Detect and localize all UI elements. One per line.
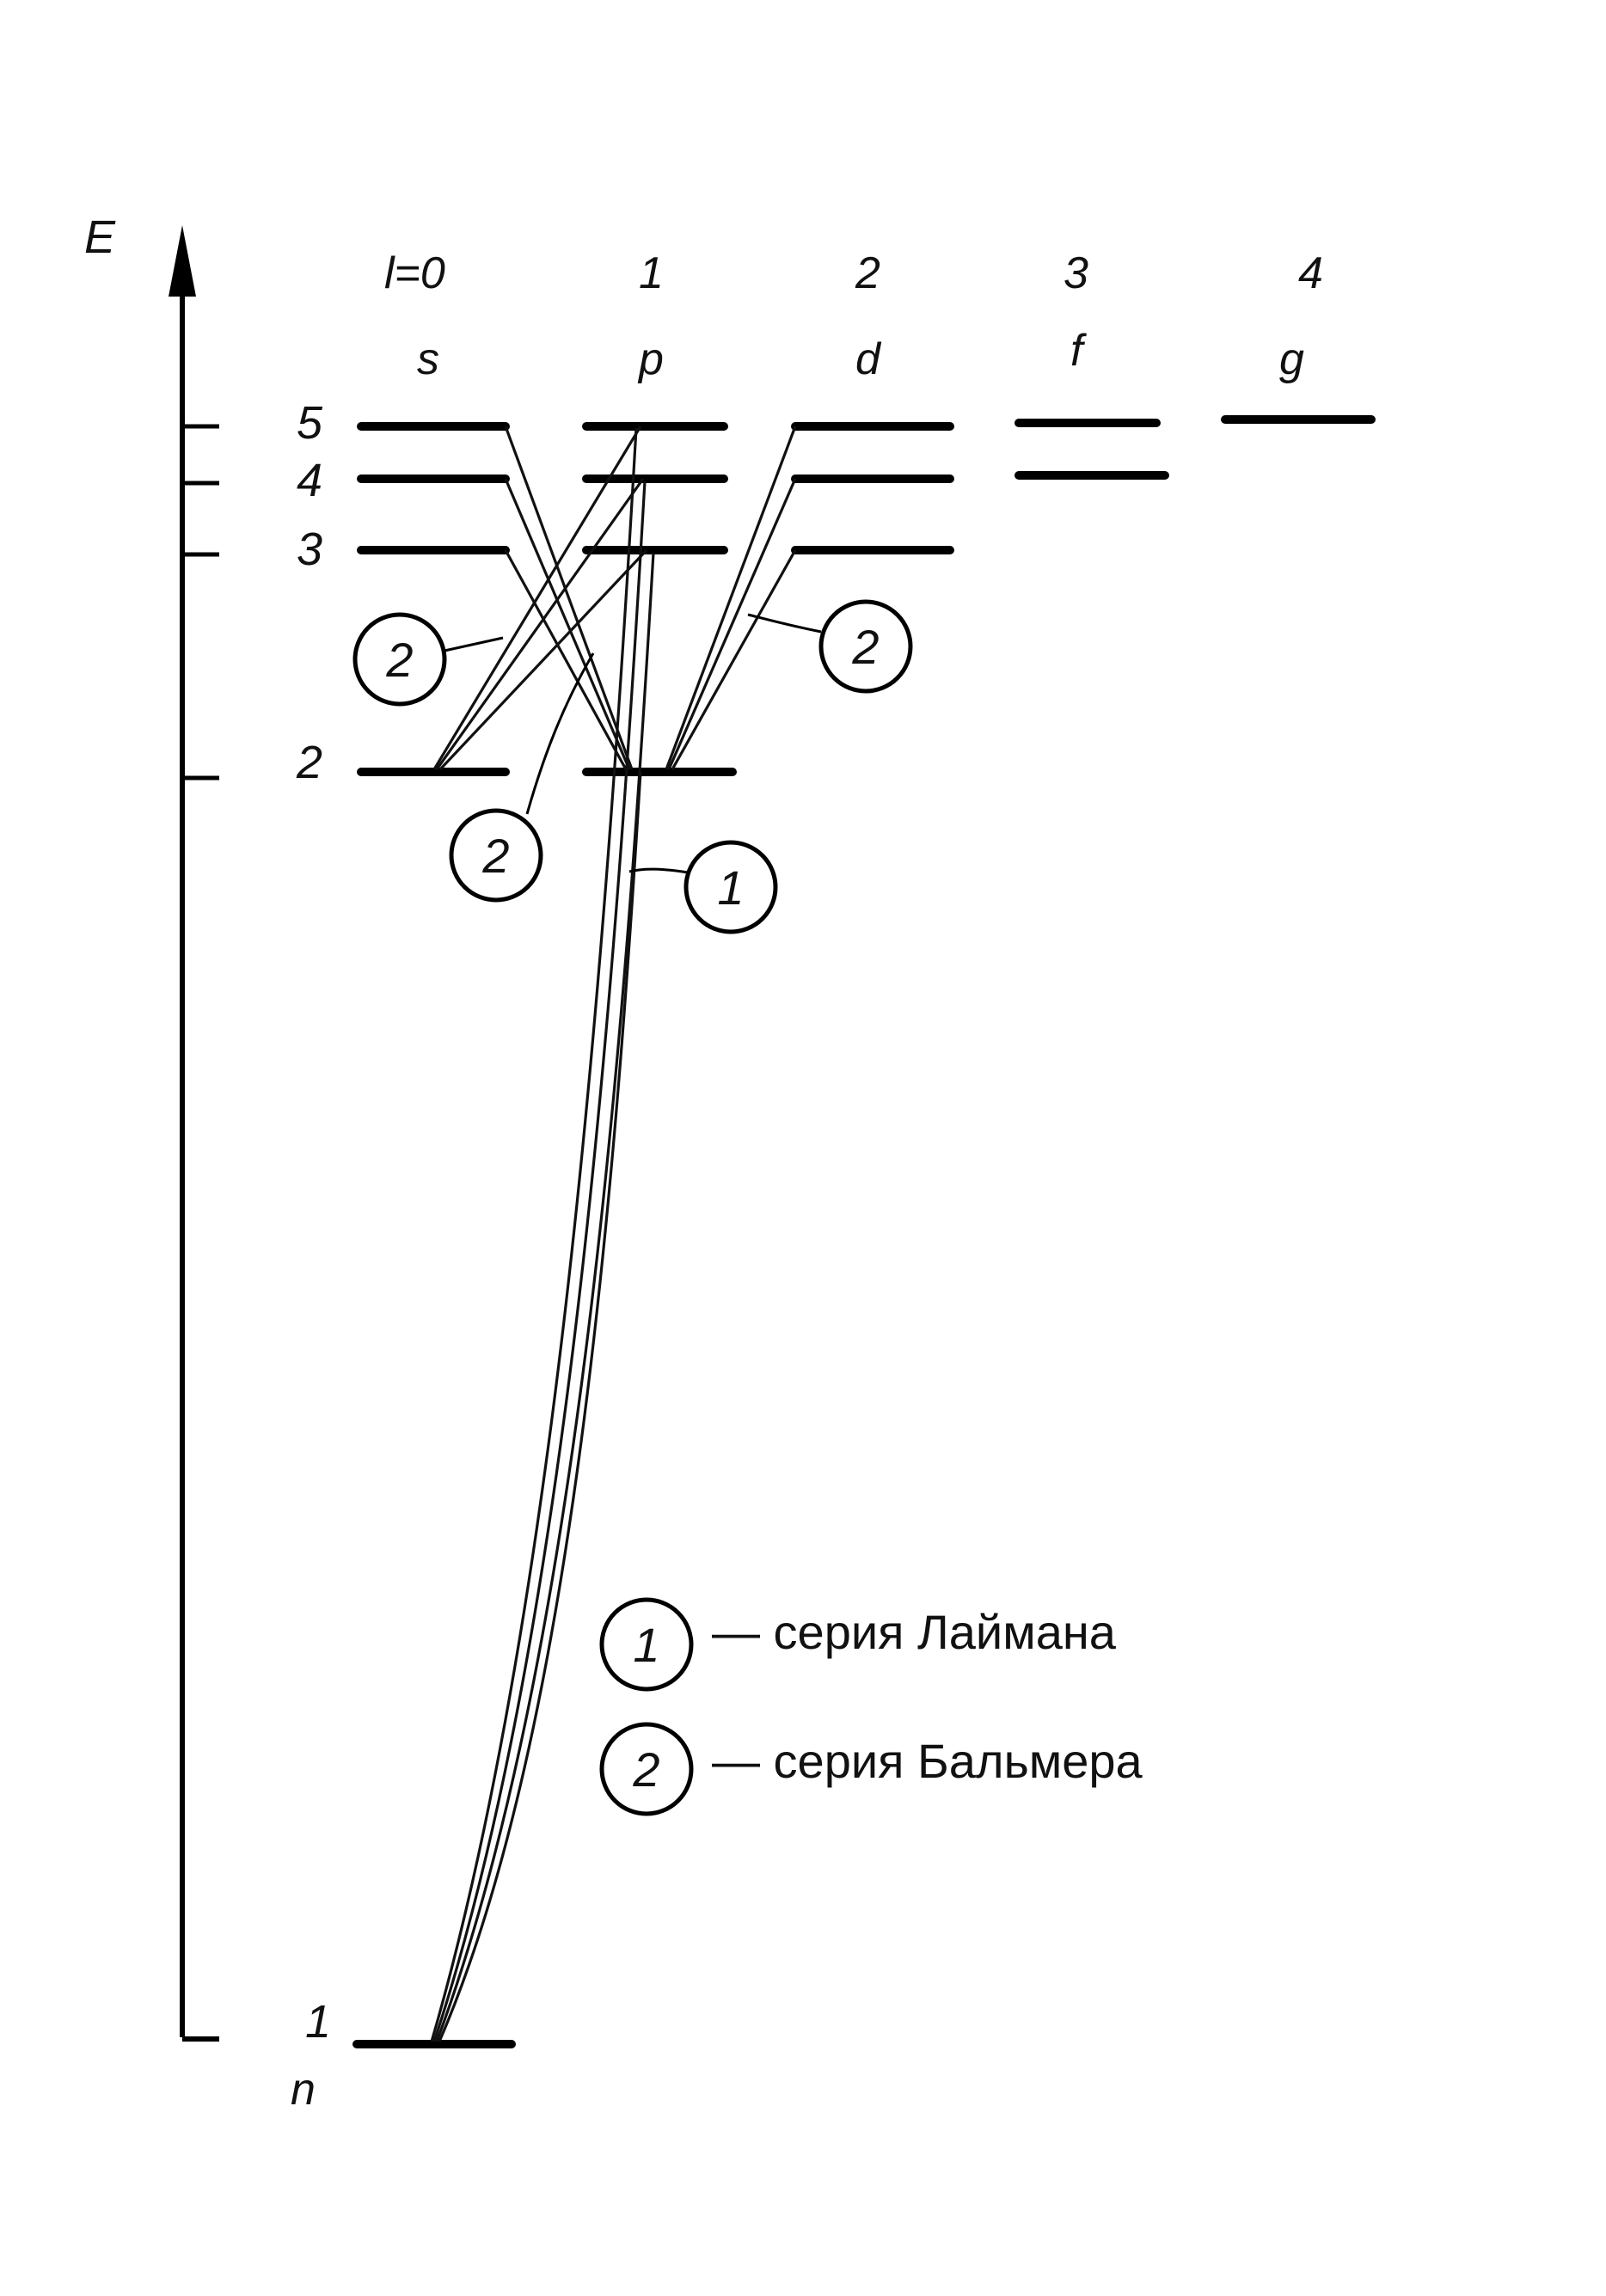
- transition-5p-1s: [430, 427, 638, 2042]
- legend-text-lyman: — серия Лаймана: [712, 1605, 1117, 1659]
- series-marker-label-lyman: 1: [717, 860, 744, 915]
- transition-3p-2s: [438, 548, 648, 771]
- transition-3s-2p: [504, 549, 628, 770]
- column-l-label-f: 3: [1064, 248, 1088, 298]
- column-l-label-p: 1: [639, 248, 664, 298]
- series-marker-balmer-2: [449, 808, 543, 903]
- legend: 1 — серия Лаймана 2 — серия Бальмера: [599, 1597, 1143, 1816]
- column-letter-f: f: [1070, 326, 1087, 376]
- marker-leader-balmer-3: [747, 613, 822, 634]
- level-label-n3: 3: [297, 523, 322, 575]
- energy-axis-arrowhead: [169, 225, 196, 297]
- series-marker-label-balmer-1: 2: [385, 633, 413, 687]
- level-n-labels: 5 4 3 2 1: [296, 397, 331, 2048]
- energy-axis: E n: [84, 211, 316, 2115]
- legend-marker-label-balmer: 2: [632, 1742, 659, 1797]
- level-label-n1: 1: [305, 1996, 331, 2048]
- energy-levels: [352, 415, 1376, 2048]
- marker-leader-lyman: [628, 867, 689, 874]
- transition-5p-2s: [432, 426, 642, 770]
- legend-marker-label-lyman: 1: [633, 1618, 659, 1672]
- series-marker-label-balmer-3: 2: [851, 620, 879, 674]
- series-markers: 2 2 2 1: [352, 599, 913, 934]
- series-marker-balmer-1: [352, 612, 447, 707]
- series-marker-lyman: [683, 840, 778, 934]
- legend-marker-balmer: [599, 1722, 694, 1816]
- column-letter-g: g: [1279, 334, 1304, 384]
- level-label-n4: 4: [297, 455, 322, 506]
- orbital-column-headers: l=0 1 2 3 4 s p d f g: [384, 248, 1323, 384]
- n-axis-label: n: [291, 2065, 316, 2115]
- legend-text-balmer: — серия Бальмера: [712, 1734, 1143, 1788]
- level-label-n5: 5: [297, 397, 323, 449]
- transition-lines: [430, 426, 797, 2042]
- column-letter-s: s: [417, 334, 439, 384]
- energy-axis-label: E: [84, 211, 116, 263]
- column-l-label-d: 2: [855, 248, 880, 298]
- series-marker-label-balmer-2: 2: [481, 829, 509, 883]
- marker-leader-balmer-2: [525, 652, 595, 815]
- transition-3d-2p: [671, 549, 797, 770]
- marker-leader-balmer-1: [444, 636, 504, 652]
- series-marker-balmer-3: [818, 599, 913, 694]
- transition-4p-1s: [432, 481, 647, 2042]
- column-letter-p: p: [637, 334, 664, 384]
- transition-5d-2p: [665, 426, 797, 770]
- column-letter-d: d: [855, 334, 882, 384]
- transition-5s-2p: [504, 426, 634, 770]
- level-label-n2: 2: [296, 737, 322, 788]
- legend-marker-lyman: [599, 1597, 694, 1692]
- column-l-label-g: 4: [1298, 248, 1323, 298]
- transition-4s-2p: [504, 478, 631, 770]
- transition-2p-1s: [438, 771, 642, 2042]
- column-l-label-s: l=0: [384, 248, 445, 298]
- transition-4d-2p: [667, 478, 797, 770]
- transition-4p-2s: [435, 478, 645, 770]
